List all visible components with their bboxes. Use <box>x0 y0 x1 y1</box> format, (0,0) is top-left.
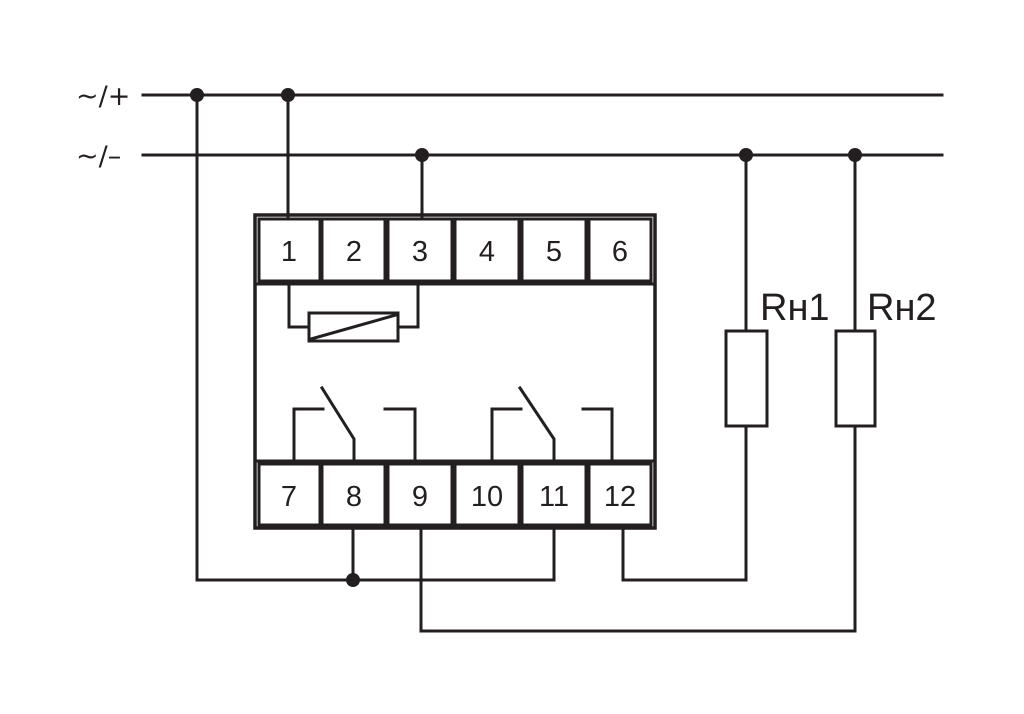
terminal-4 <box>453 217 521 283</box>
contact1-nc-lead <box>292 407 325 463</box>
terminal-1 <box>257 217 322 283</box>
load-1-label: Rн1 <box>760 287 830 329</box>
load-2-label: Rн2 <box>867 287 937 329</box>
junction-dot <box>346 573 360 587</box>
terminal-label-5: 5 <box>546 236 562 268</box>
contact2-no-lead <box>581 407 614 463</box>
top-terminal-row: 1 2 3 4 5 6 <box>257 217 653 283</box>
minus-line-label: ~/– <box>76 141 121 172</box>
junction-dot <box>739 148 753 162</box>
contact2-nc-lead <box>490 407 523 463</box>
terminal-label-11: 11 <box>539 481 569 513</box>
terminal-12 <box>587 462 653 527</box>
terminal-label-9: 9 <box>412 481 428 513</box>
contact2-blade <box>517 385 556 463</box>
contact-group-1 <box>292 385 417 463</box>
terminal-label-4: 4 <box>479 236 495 268</box>
junction-dot <box>281 88 295 102</box>
terminal-label-6: 6 <box>612 236 628 268</box>
terminal-3 <box>386 217 454 283</box>
wire-rn2-to-t9 <box>419 424 857 633</box>
load-resistor-2 <box>834 329 877 428</box>
terminal-label-3: 3 <box>412 236 428 268</box>
junction-dot <box>190 88 204 102</box>
terminal-label-12: 12 <box>604 481 636 513</box>
terminal-label-2: 2 <box>346 236 362 268</box>
wire-plus-to-commons <box>195 93 556 582</box>
coil-diagonal <box>309 313 398 341</box>
terminal-label-10: 10 <box>471 481 503 513</box>
terminal-label-1: 1 <box>281 236 297 268</box>
terminal-2 <box>320 217 387 283</box>
terminal-label-7: 7 <box>281 481 297 513</box>
contact-group-2 <box>490 385 614 463</box>
wire-rn1-to-t12 <box>621 424 748 582</box>
junction-dot <box>415 148 429 162</box>
coil-lead-left <box>287 282 311 329</box>
terminal-5 <box>520 217 588 283</box>
terminal-7 <box>257 462 322 527</box>
coil-lead-right <box>396 282 420 329</box>
terminal-6 <box>587 217 653 283</box>
load-resistor-1 <box>724 329 769 428</box>
relay-coil <box>287 282 420 343</box>
terminal-label-8: 8 <box>346 481 362 513</box>
terminal-9 <box>386 462 454 527</box>
terminal-11 <box>520 462 588 527</box>
junction-dot <box>848 148 862 162</box>
plus-line-label: ~/+ <box>76 81 130 112</box>
bottom-terminal-row: 7 8 9 10 11 12 <box>257 462 653 527</box>
terminal-8 <box>320 462 387 527</box>
contact1-blade <box>319 385 356 463</box>
contact1-no-lead <box>383 407 417 463</box>
terminal-10 <box>453 462 521 527</box>
